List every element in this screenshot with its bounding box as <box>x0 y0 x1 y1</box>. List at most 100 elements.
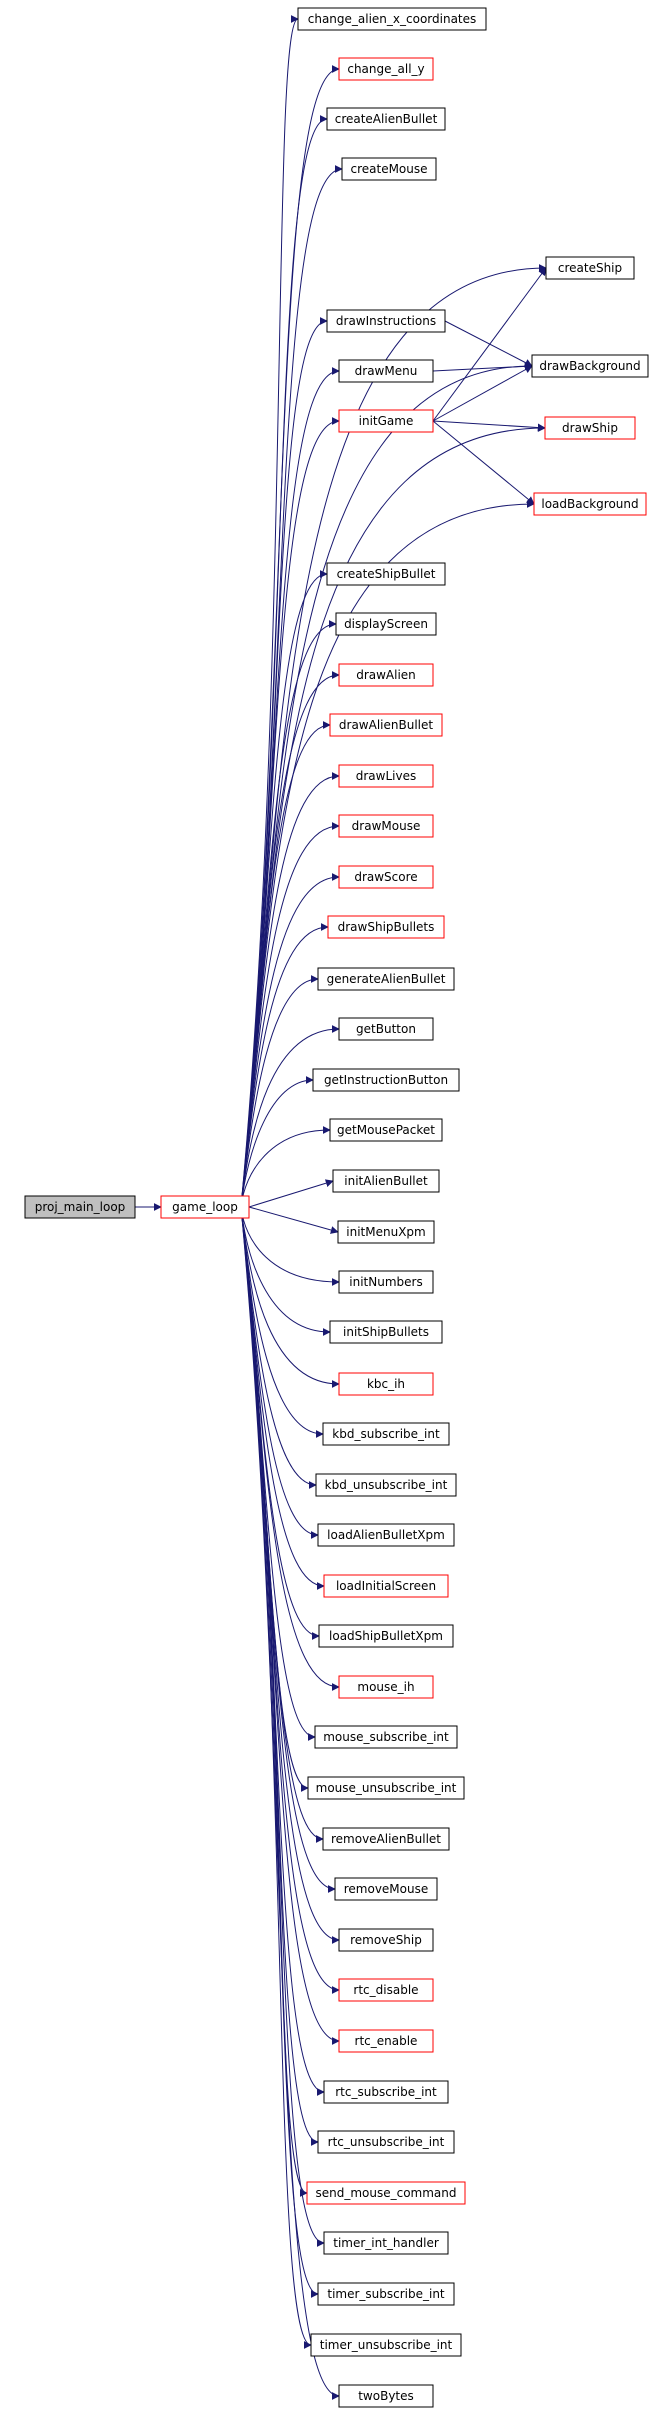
node-rtc-enable[interactable]: rtc_enable <box>338 2029 434 2053</box>
node-kbc-ih[interactable]: kbc_ih <box>338 1372 434 1396</box>
node-label: mouse_ih <box>357 1680 414 1694</box>
node-mouse-ih[interactable]: mouse_ih <box>338 1675 434 1699</box>
node-box <box>335 612 437 636</box>
node-box <box>323 2080 449 2104</box>
call-edges <box>135 15 547 2400</box>
node-timer-int-handler[interactable]: timer_int_handler <box>323 2231 449 2255</box>
edge-game-loop-to-draw-lives <box>240 772 340 1208</box>
edge-game-loop-to-create-alien-bullet <box>240 115 328 1208</box>
node-box <box>329 1320 443 1344</box>
node-rtc-unsubscribe-int[interactable]: rtc_unsubscribe_int <box>317 2130 455 2154</box>
node-draw-menu[interactable]: drawMenu <box>338 359 434 383</box>
node-box <box>326 107 446 131</box>
node-get-mouse-packet[interactable]: getMousePacket <box>329 1118 443 1142</box>
node-label: kbd_unsubscribe_int <box>325 1478 448 1492</box>
node-mouse-unsubscribe-int[interactable]: mouse_unsubscribe_int <box>307 1776 465 1800</box>
node-mouse-subscribe-int[interactable]: mouse_subscribe_int <box>314 1725 458 1749</box>
node-remove-mouse[interactable]: removeMouse <box>334 1877 438 1901</box>
node-label: initGame <box>359 414 414 428</box>
node-label: removeShip <box>350 1933 422 1947</box>
node-init-menu-xpm[interactable]: initMenuXpm <box>337 1220 435 1244</box>
node-label: initNumbers <box>349 1275 422 1289</box>
node-label: timer_unsubscribe_int <box>320 2338 453 2352</box>
node-draw-alien-bullet[interactable]: drawAlienBullet <box>329 713 443 737</box>
node-label: timer_subscribe_int <box>327 2287 445 2301</box>
node-rtc-disable[interactable]: rtc_disable <box>338 1978 434 2002</box>
node-remove-ship[interactable]: removeShip <box>338 1928 434 1952</box>
node-box <box>338 1372 434 1396</box>
node-box <box>531 354 649 378</box>
node-label: drawShip <box>562 421 618 435</box>
node-draw-ship[interactable]: drawShip <box>544 416 636 440</box>
node-draw-background[interactable]: drawBackground <box>531 354 649 378</box>
node-init-alien-bullet[interactable]: initAlienBullet <box>332 1169 440 1193</box>
node-label: drawScore <box>354 870 417 884</box>
node-draw-ship-bullets[interactable]: drawShipBullets <box>327 915 445 939</box>
node-label: twoBytes <box>358 2389 414 2403</box>
node-label: drawMenu <box>355 364 418 378</box>
node-create-mouse[interactable]: createMouse <box>341 157 437 181</box>
edge-game-loop-to-mouse-ih <box>240 1206 340 1691</box>
node-get-button[interactable]: getButton <box>338 1017 434 1041</box>
node-label: change_alien_x_coordinates <box>308 12 477 26</box>
node-init-game[interactable]: initGame <box>338 409 434 433</box>
node-kbd-subscribe-int[interactable]: kbd_subscribe_int <box>322 1422 450 1446</box>
node-label: createShip <box>558 261 622 275</box>
node-label: removeAlienBullet <box>331 1832 441 1846</box>
node-load-alien-bullet-xpm[interactable]: loadAlienBulletXpm <box>317 1523 455 1547</box>
edge-game-loop-to-load-alien-bullet-xpm <box>240 1206 319 1539</box>
node-rtc-subscribe-int[interactable]: rtc_subscribe_int <box>323 2080 449 2104</box>
node-label: loadInitialScreen <box>336 1579 436 1593</box>
node-kbd-unsubscribe-int[interactable]: kbd_unsubscribe_int <box>315 1473 457 1497</box>
node-load-initial-screen[interactable]: loadInitialScreen <box>323 1574 449 1598</box>
node-create-ship[interactable]: createShip <box>545 256 635 280</box>
node-label: createShipBullet <box>337 567 436 581</box>
node-create-alien-bullet[interactable]: createAlienBullet <box>326 107 446 131</box>
node-box <box>332 1169 440 1193</box>
node-box <box>317 1523 455 1547</box>
node-generate-alien-bullet[interactable]: generateAlienBullet <box>317 967 455 991</box>
node-send-mouse-command[interactable]: send_mouse_command <box>306 2181 466 2205</box>
node-proj-main-loop[interactable]: proj_main_loop <box>24 1195 136 1219</box>
node-box <box>317 967 455 991</box>
node-two-bytes[interactable]: twoBytes <box>338 2384 434 2408</box>
node-label: mouse_unsubscribe_int <box>316 1781 457 1795</box>
node-label: drawShipBullets <box>338 920 435 934</box>
node-label: getInstructionButton <box>324 1073 448 1087</box>
edge-game-loop-to-timer-int-handler <box>240 1206 325 2247</box>
node-label: getMousePacket <box>337 1123 435 1137</box>
node-label: rtc_subscribe_int <box>335 2085 437 2099</box>
node-load-ship-bullet-xpm[interactable]: loadShipBulletXpm <box>318 1624 454 1648</box>
node-label: initMenuXpm <box>346 1225 425 1239</box>
node-timer-subscribe-int[interactable]: timer_subscribe_int <box>317 2282 455 2306</box>
edge-game-loop-to-change-alien-x-coordinates <box>240 15 299 1208</box>
node-game-loop[interactable]: game_loop <box>160 1195 250 1219</box>
node-draw-mouse[interactable]: drawMouse <box>338 814 434 838</box>
node-draw-alien[interactable]: drawAlien <box>338 663 434 687</box>
node-box <box>297 7 487 31</box>
node-draw-score[interactable]: drawScore <box>338 865 434 889</box>
node-label: kbc_ih <box>367 1377 405 1391</box>
node-change-alien-x-coordinates[interactable]: change_alien_x_coordinates <box>297 7 487 31</box>
node-draw-lives[interactable]: drawLives <box>338 764 434 788</box>
node-timer-unsubscribe-int[interactable]: timer_unsubscribe_int <box>310 2333 462 2357</box>
node-label: drawAlien <box>356 668 416 682</box>
node-box <box>338 57 434 81</box>
node-box <box>306 2181 466 2205</box>
node-label: timer_int_handler <box>333 2236 439 2250</box>
node-change-all-y[interactable]: change_all_y <box>338 57 434 81</box>
node-create-ship-bullet[interactable]: createShipBullet <box>326 562 446 586</box>
node-remove-alien-bullet[interactable]: removeAlienBullet <box>322 1827 450 1851</box>
node-get-instruction-button[interactable]: getInstructionButton <box>312 1068 460 1092</box>
node-box <box>334 1877 438 1901</box>
node-label: loadAlienBulletXpm <box>327 1528 445 1542</box>
node-box <box>338 1978 434 2002</box>
node-init-ship-bullets[interactable]: initShipBullets <box>329 1320 443 1344</box>
node-box <box>338 409 434 433</box>
node-draw-instructions[interactable]: drawInstructions <box>326 309 446 333</box>
node-box <box>323 2231 449 2255</box>
node-box <box>338 764 434 788</box>
node-init-numbers[interactable]: initNumbers <box>338 1270 434 1294</box>
node-display-screen[interactable]: displayScreen <box>335 612 437 636</box>
node-load-background[interactable]: loadBackground <box>533 492 647 516</box>
